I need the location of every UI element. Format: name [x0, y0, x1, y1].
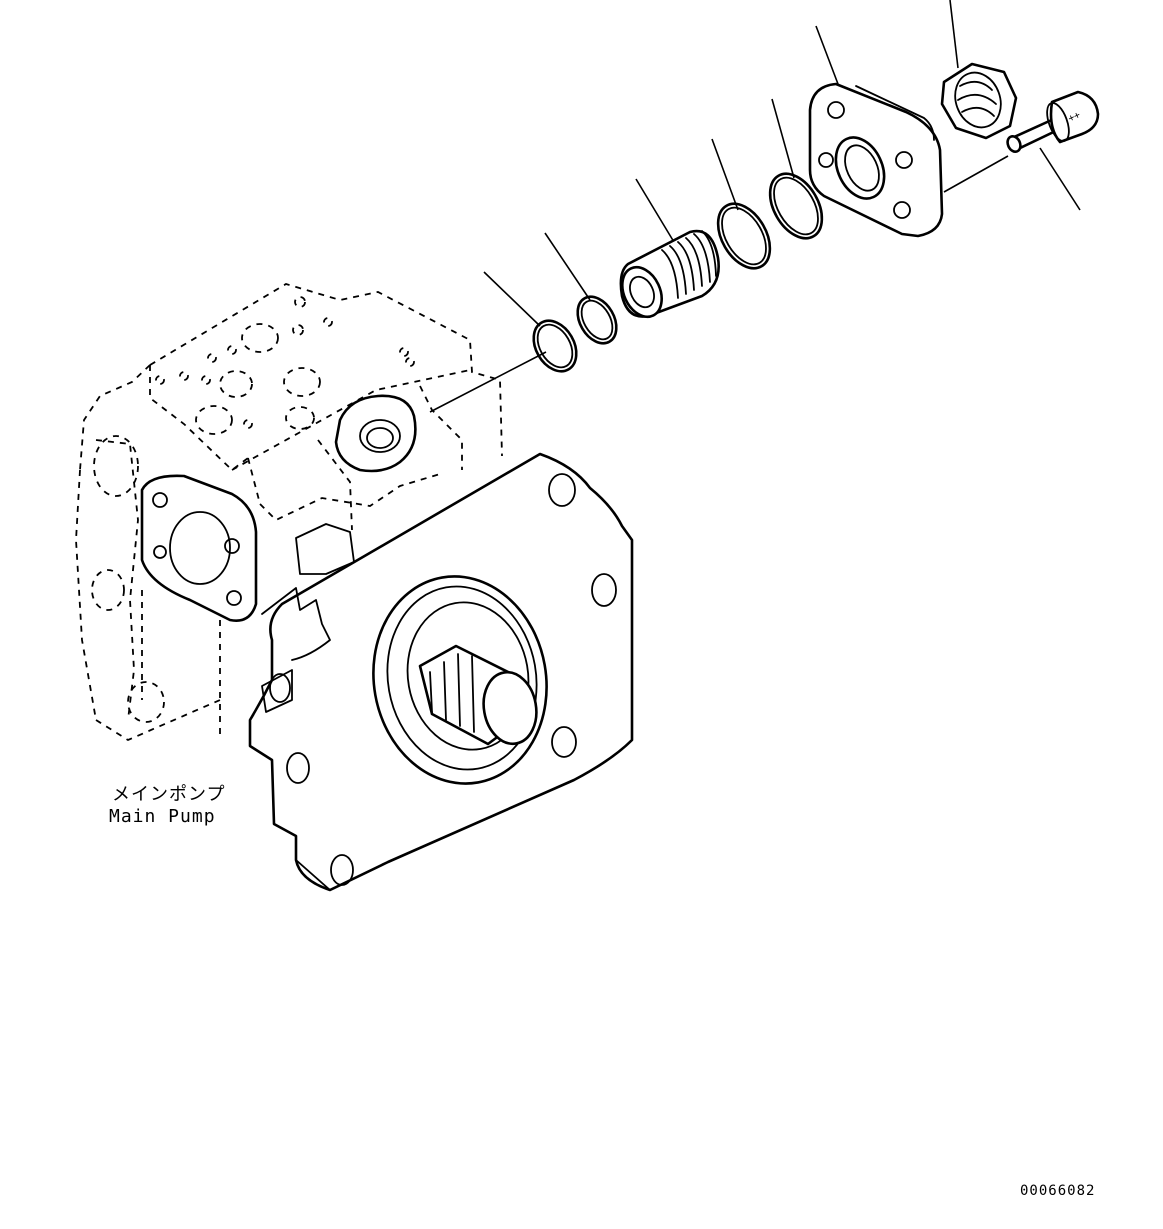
leader-flange — [815, 25, 839, 85]
o-ring-2 — [576, 295, 618, 345]
main-pump-body — [75, 283, 634, 892]
leader-nut — [949, 0, 959, 69]
leader-oring-1 — [483, 271, 541, 327]
panel-bottom-edge — [295, 859, 331, 891]
leader-oring-4 — [771, 98, 795, 179]
split-flange — [808, 82, 944, 238]
assembly-axis-line — [429, 351, 547, 413]
assembly-axis-line-bolt — [943, 155, 1009, 193]
leader-oring-3 — [711, 138, 739, 211]
component-label-japanese: メインポンプ — [112, 784, 226, 805]
bolt: ++ — [1006, 90, 1100, 153]
drawing-number: 00066082 — [1020, 1183, 1096, 1199]
o-ring-1 — [532, 319, 578, 373]
threaded-fitting — [619, 229, 720, 319]
o-ring-3 — [716, 202, 772, 270]
leader-oring-2 — [544, 232, 591, 301]
svg-text:++: ++ — [1067, 110, 1083, 125]
leader-bolt — [1039, 147, 1081, 211]
component-label-english: Main Pump — [109, 806, 216, 827]
hex-nut — [940, 62, 1018, 140]
o-ring-4 — [768, 172, 824, 240]
callout-leaders — [429, 0, 1081, 413]
